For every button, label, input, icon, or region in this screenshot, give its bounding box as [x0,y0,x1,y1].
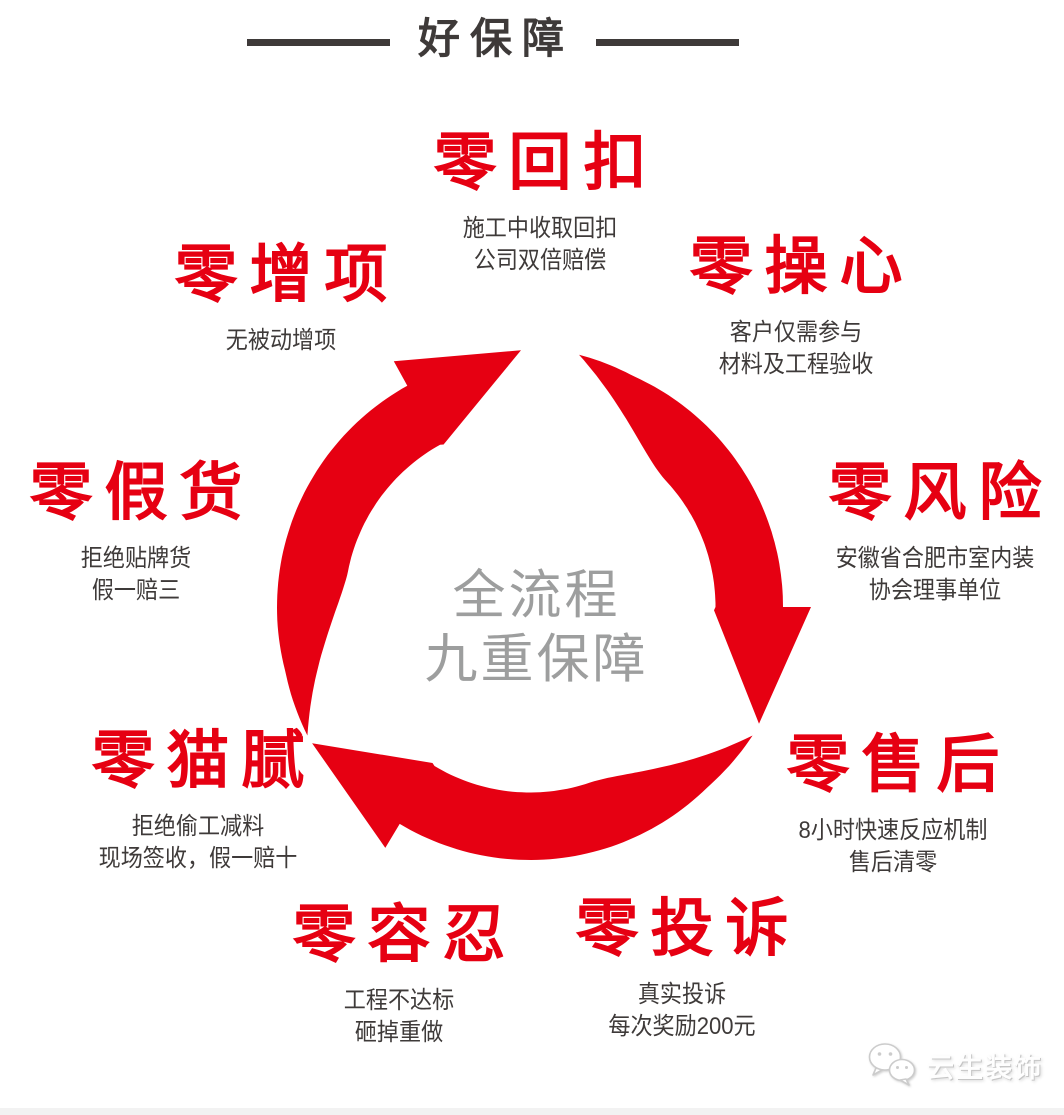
item-zero-risk: 零风险 安徽省合肥市室内装 协会理事单位 [817,460,1054,606]
item-subtitle-line: 真实投诉 [637,981,727,1009]
item-title: 零容忍 [292,900,518,970]
bottom-edge-strip [0,1108,1064,1115]
item-subtitle-line: 协会理事单位 [868,576,1002,604]
cycle-arrow-segment [312,735,753,860]
item-subtitle: 客户仅需参与 材料及工程验收 [687,317,905,380]
header-divider-left [247,39,390,46]
item-subtitle-line: 客户仅需参与 [729,319,863,347]
item-zero-addons: 零增项 无被动增项 [163,242,400,357]
item-title: 零投诉 [575,894,801,964]
item-zero-complaints: 零投诉 真实投诉 每次奖励200元 [564,896,801,1042]
item-subtitle-line: 公司双倍赔偿 [473,246,607,274]
item-subtitle-line: 无被动增项 [225,327,337,355]
item-zero-worry: 零操心 客户仅需参与 材料及工程验收 [678,234,915,380]
item-zero-tolerance: 零容忍 工程不达标 砸掉重做 [281,902,518,1048]
item-subtitle: 工程不达标 砸掉重做 [290,985,508,1048]
item-subtitle: 拒绝贴牌货 假一赔三 [27,543,245,606]
item-subtitle: 施工中收取回扣 公司双倍赔偿 [431,213,649,276]
item-subtitle-line: 施工中收取回扣 [462,215,618,243]
item-subtitle-line: 现场签收，假一赔十 [98,844,298,872]
item-title: 零售后 [786,730,1012,800]
item-title: 零风险 [828,458,1054,528]
brand-name: 云生装饰 [927,1052,1043,1083]
item-title: 零回扣 [433,128,659,198]
page-title: 好保障 [417,15,575,62]
item-subtitle: 拒绝偷工减料 现场签收，假一赔十 [89,811,307,874]
item-zero-aftersales: 零售后 8小时快速反应机制 售后清零 [775,732,1012,878]
item-subtitle: 8小时快速反应机制 售后清零 [784,815,1002,878]
cycle-center-line1: 全流程 [452,566,621,625]
brand-watermark: 云生装饰 [866,1042,1043,1088]
item-subtitle: 安徽省合肥市室内装 协会理事单位 [826,543,1044,606]
cycle-center-label: 全流程 九重保障 [422,564,649,691]
item-title: 零猫腻 [91,726,317,796]
item-subtitle-line: 材料及工程验收 [718,350,874,378]
item-subtitle: 无被动增项 [172,325,390,357]
header-divider-right [596,39,739,46]
wechat-icon [868,1043,916,1086]
item-subtitle-line: 每次奖励200元 [608,1012,756,1040]
item-subtitle-line: 假一赔三 [91,576,181,604]
item-zero-fakes: 零假货 拒绝贴牌货 假一赔三 [18,460,255,606]
item-zero-kickback: 零回扣 施工中收取回扣 公司双倍赔偿 [422,130,659,276]
item-subtitle-line: 拒绝偷工减料 [131,813,265,841]
item-title: 零增项 [174,240,400,310]
item-subtitle-line: 拒绝贴牌货 [80,545,192,573]
item-subtitle-line: 工程不达标 [343,987,455,1015]
item-subtitle-line: 安徽省合肥市室内装 [835,545,1035,573]
item-subtitle-line: 售后清零 [848,848,938,876]
item-subtitle-line: 8小时快速反应机制 [798,817,988,845]
cycle-arrow-segment [277,350,521,736]
item-subtitle-line: 砸掉重做 [354,1018,444,1046]
item-title: 零操心 [689,232,915,302]
cycle-center-line2: 九重保障 [424,629,649,689]
item-zero-tricks: 零猫腻 拒绝偷工减料 现场签收，假一赔十 [80,728,317,874]
item-subtitle: 真实投诉 每次奖励200元 [573,979,791,1042]
cycle-arrow-segment [579,354,811,724]
item-title: 零假货 [29,458,255,528]
